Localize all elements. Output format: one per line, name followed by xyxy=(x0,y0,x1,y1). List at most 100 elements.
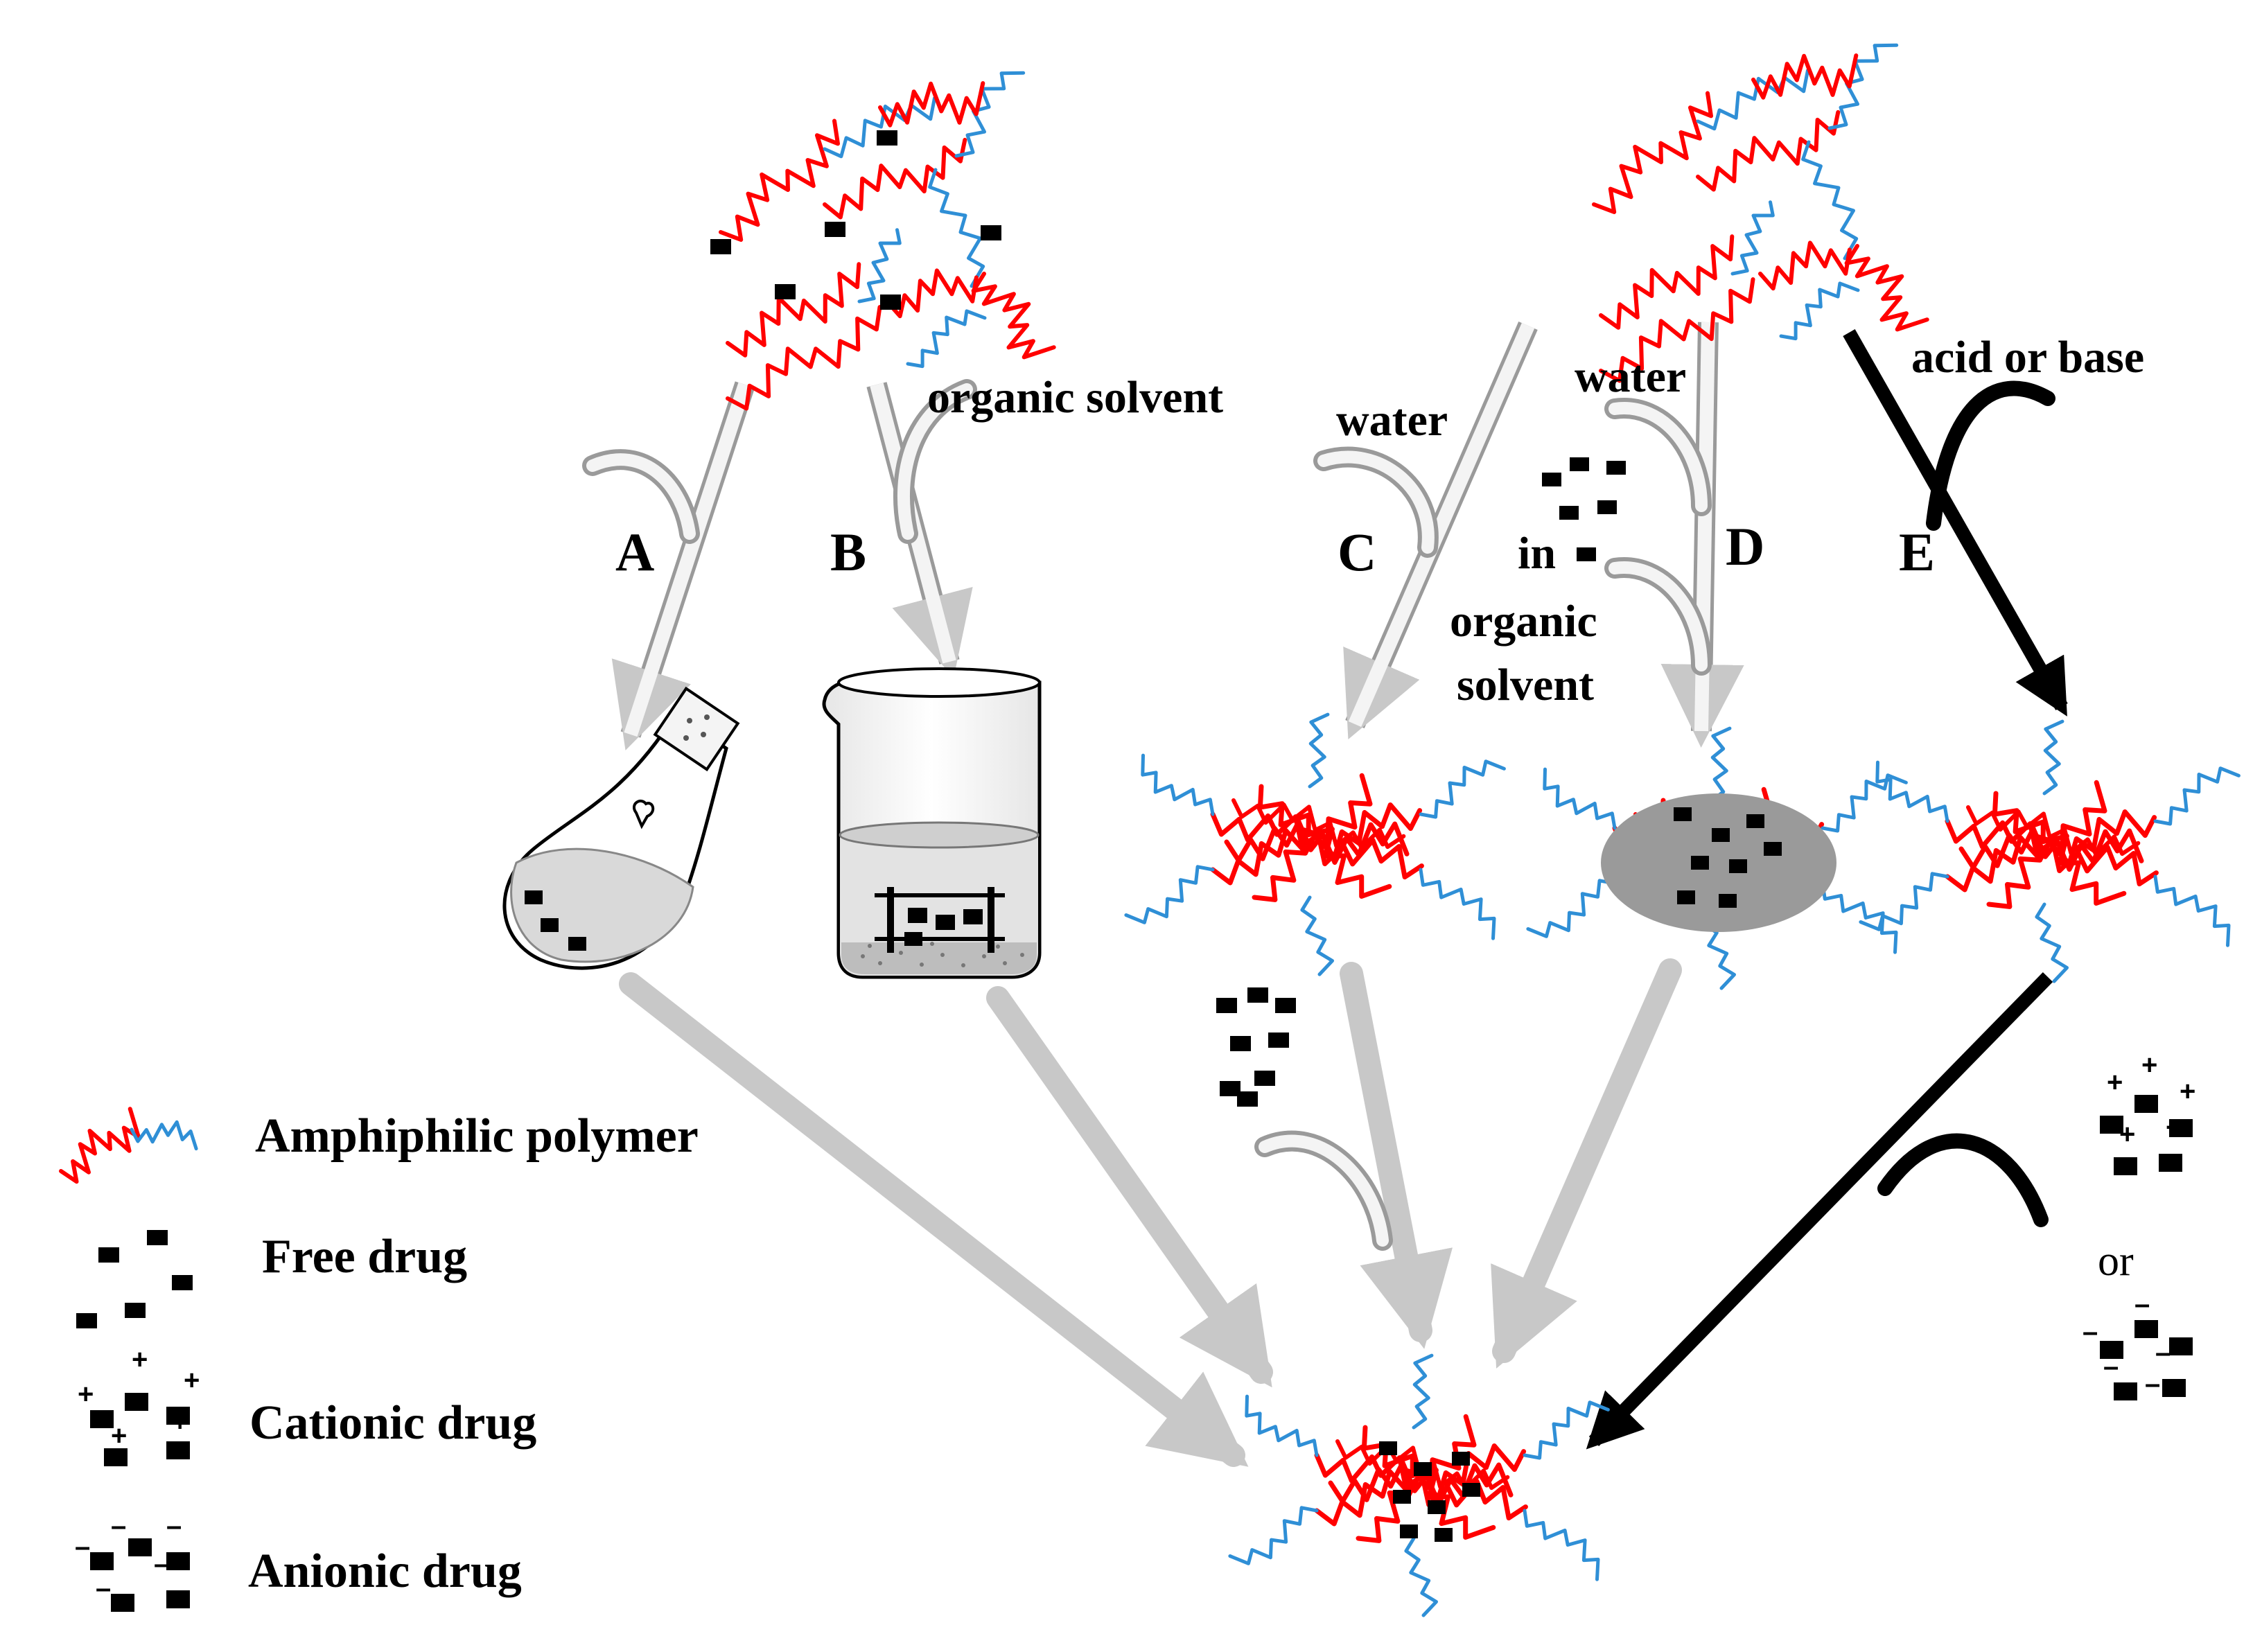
free-drug-top-left-2 xyxy=(710,239,731,254)
free-drug-top-left-3 xyxy=(775,284,796,299)
micelle-c-corona-chain xyxy=(1419,868,1496,940)
anionic-drug-right-1 xyxy=(2134,1320,2158,1338)
micelle-e-corona-chain xyxy=(2035,902,2069,983)
hook-route-b-fill xyxy=(897,383,973,540)
free-drug-top-left-4 xyxy=(880,295,901,310)
micelle-final-corona-chain xyxy=(1523,1509,1600,1581)
legend-cationic-sign-1: + xyxy=(132,1344,148,1375)
micelle-c-corona-chain xyxy=(1419,759,1506,819)
unimer-cluster-left-chain xyxy=(885,268,979,319)
cationic-drug-right-3 xyxy=(2114,1157,2137,1175)
micelle-final-corona-chain xyxy=(1228,1506,1319,1565)
free-drug-route-c-2 xyxy=(1275,998,1296,1013)
hook-route-c-fill xyxy=(1317,450,1435,554)
loaded-drug-final-0 xyxy=(1379,1441,1397,1455)
anionic-sign-right-0: – xyxy=(2083,1317,2098,1347)
legend: Amphiphilic polymer Free drug Cationic d… xyxy=(248,1109,699,1598)
legend-anionic-sign-4: – xyxy=(154,1549,169,1579)
unimer-cluster-right-chain xyxy=(1779,281,1860,341)
micelle-d-corona-chain xyxy=(1710,726,1732,802)
or-label: or xyxy=(2098,1238,2134,1285)
legend-cationic-drug-icon-3 xyxy=(104,1448,128,1466)
cationic-sign-right-1: + xyxy=(2141,1050,2157,1080)
free-drug-top-left-0 xyxy=(877,130,897,146)
drug-particles xyxy=(76,130,2193,1612)
anionic-sign-right-4: – xyxy=(2145,1369,2160,1399)
free-drug-route-d-3 xyxy=(1559,506,1579,520)
unimer-cluster-right-chain xyxy=(1730,200,1775,276)
micelle-final-corona-chain xyxy=(1404,1536,1438,1617)
free-drug-route-d-1 xyxy=(1570,457,1589,471)
step-labels: organic solvent water water in organic s… xyxy=(927,332,2144,1285)
loaded-drug-final-6 xyxy=(1400,1524,1418,1538)
hook-c-drug-removal-fill xyxy=(1259,1134,1389,1247)
unimer-cluster-left-chain xyxy=(971,272,1056,360)
micelle-final-corona-chain xyxy=(1245,1394,1319,1457)
legend-polymer-hydrophobic-icon xyxy=(59,1107,141,1184)
legend-anionic-drug-icon-3 xyxy=(111,1594,134,1612)
cationic-drug-right-2 xyxy=(2169,1119,2193,1137)
loaded-drug-d-7 xyxy=(1719,894,1737,908)
free-drug-route-c-0 xyxy=(1216,998,1237,1013)
loaded-drug-d-2 xyxy=(1746,814,1764,828)
arrow-a-to-final xyxy=(619,972,1249,1467)
organic-solvent-label: organic solvent xyxy=(927,372,1223,423)
micelle-d-corona-chain xyxy=(1543,767,1617,830)
legend-anionic-sign-0: – xyxy=(75,1531,90,1562)
legend-cationic-sign-2: + xyxy=(184,1365,200,1396)
legend-amphiphilic-polymer: Amphiphilic polymer xyxy=(255,1109,699,1163)
unimer-cluster-right-chain xyxy=(1599,277,1755,383)
loaded-drug-final-4 xyxy=(1428,1500,1446,1514)
micelle-c-corona-chain xyxy=(1141,753,1215,816)
micelle-final-core-chain xyxy=(1356,1414,1477,1543)
micelle-c-core-chain xyxy=(1252,773,1373,902)
ion-charge-signs: +++++–––––+++++––––– xyxy=(75,1050,2195,1603)
hook-route-e-drug xyxy=(1877,1133,2049,1227)
micelle-d-corona-chain xyxy=(1821,773,1908,833)
unimer-cluster-left-chain xyxy=(823,137,967,220)
legend-anionic-sign-3: – xyxy=(96,1573,111,1603)
legend-cationic-sign-3: + xyxy=(111,1421,127,1451)
legend-free-drug-icon-1 xyxy=(147,1230,168,1245)
arrow-b-to-final xyxy=(986,986,1273,1388)
unimer-cluster-left-chain xyxy=(878,81,985,128)
legend-cationic-drug-icon-4 xyxy=(166,1441,190,1459)
legend-free-drug-icon-2 xyxy=(172,1275,193,1290)
anionic-drug-right-2 xyxy=(2169,1337,2193,1355)
arrow-route-e xyxy=(1843,329,2068,717)
round-bottom-flask-icon xyxy=(502,686,740,970)
legend-cationic-sign-4: + xyxy=(172,1407,188,1437)
micelle-final-corona-chain xyxy=(1412,1353,1434,1430)
legend-anionic-drug-icon-4 xyxy=(166,1590,190,1608)
process-arrows xyxy=(582,322,2068,1467)
water-label-d: water xyxy=(1575,351,1686,402)
free-drug-top-left-1 xyxy=(825,222,845,237)
unimer-cluster-left-chain xyxy=(823,96,936,159)
loaded-drug-d-3 xyxy=(1691,856,1709,870)
free-drug-route-d-2 xyxy=(1606,461,1626,475)
micelle-c-core-chain xyxy=(1231,798,1406,850)
micelle-c-corona-chain xyxy=(1308,712,1330,789)
unimer-cluster-left-chain xyxy=(928,168,985,288)
hook-route-e xyxy=(1926,380,2055,531)
unimer-cluster-left-chain xyxy=(726,305,882,411)
in-label: in xyxy=(1518,528,1556,579)
hook-route-d-1-fill xyxy=(1608,402,1708,512)
micelle-d-corona-chain xyxy=(1526,879,1617,938)
arrow-route-a-fill xyxy=(624,382,752,737)
unimer-cluster-right-chain xyxy=(1696,69,1809,131)
route-label-e: E xyxy=(1899,522,1935,582)
loaded-drug-final-2 xyxy=(1452,1452,1470,1466)
anionic-drug-right-0 xyxy=(2100,1341,2123,1359)
unimer-cluster-left-chain xyxy=(719,118,840,242)
unimer-cluster-left-chain xyxy=(906,309,987,369)
arrow-route-c-fill xyxy=(1348,323,1535,727)
micelle-e-core-chain xyxy=(1986,780,2107,909)
micelle-e-corona-chain xyxy=(1875,760,1949,823)
loaded-drug-d-0 xyxy=(1674,807,1692,821)
route-labels: A B C D E xyxy=(615,516,1935,582)
arrow-c-to-final xyxy=(1340,962,1453,1349)
route-label-d: D xyxy=(1726,516,1764,577)
free-drug-route-c-5 xyxy=(1220,1081,1240,1096)
